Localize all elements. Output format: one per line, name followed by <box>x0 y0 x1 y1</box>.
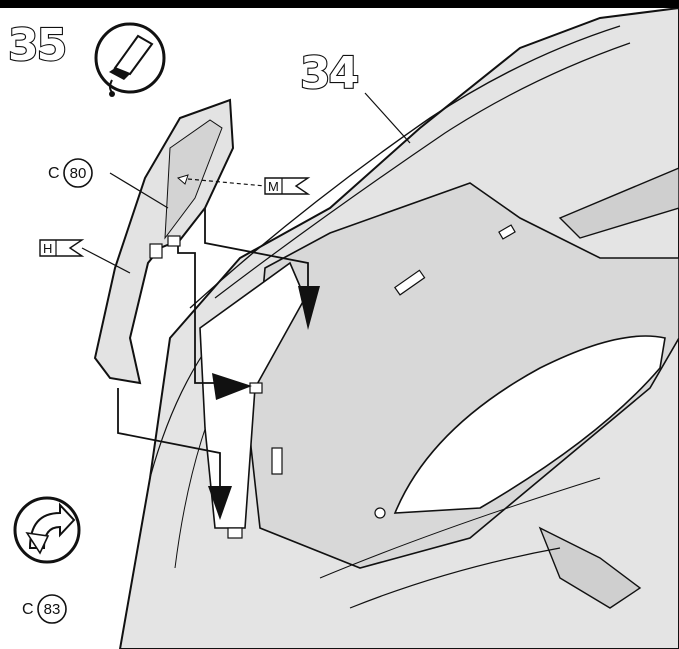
callout-c80-number: 80 <box>70 165 87 182</box>
trim-piece <box>93 98 235 385</box>
flag-m: M <box>264 177 311 195</box>
rotate-arrow-icon <box>13 496 81 564</box>
flag-m-label: M <box>268 179 279 194</box>
leader-lines <box>81 92 411 274</box>
glue-tube-icon <box>94 22 166 97</box>
assembly-arrows <box>117 208 309 498</box>
flag-h-label: H <box>43 241 52 256</box>
base-part-34 <box>118 8 679 649</box>
callout-c80-prefix: C <box>48 165 60 182</box>
callout-c80: C 80 <box>48 158 93 188</box>
flag-h: H <box>39 239 85 257</box>
instruction-frame: 35 34 C 80 M <box>0 8 679 649</box>
callout-c83: C 83 <box>22 594 67 624</box>
callout-c83-prefix: C <box>22 601 34 618</box>
reference-part-number: 34 <box>300 48 358 99</box>
step-number: 35 <box>8 20 65 71</box>
assembly-diagram: 35 34 C 80 M <box>7 8 679 649</box>
callout-c83-number: 83 <box>44 601 61 618</box>
arrow-heads <box>208 286 320 520</box>
